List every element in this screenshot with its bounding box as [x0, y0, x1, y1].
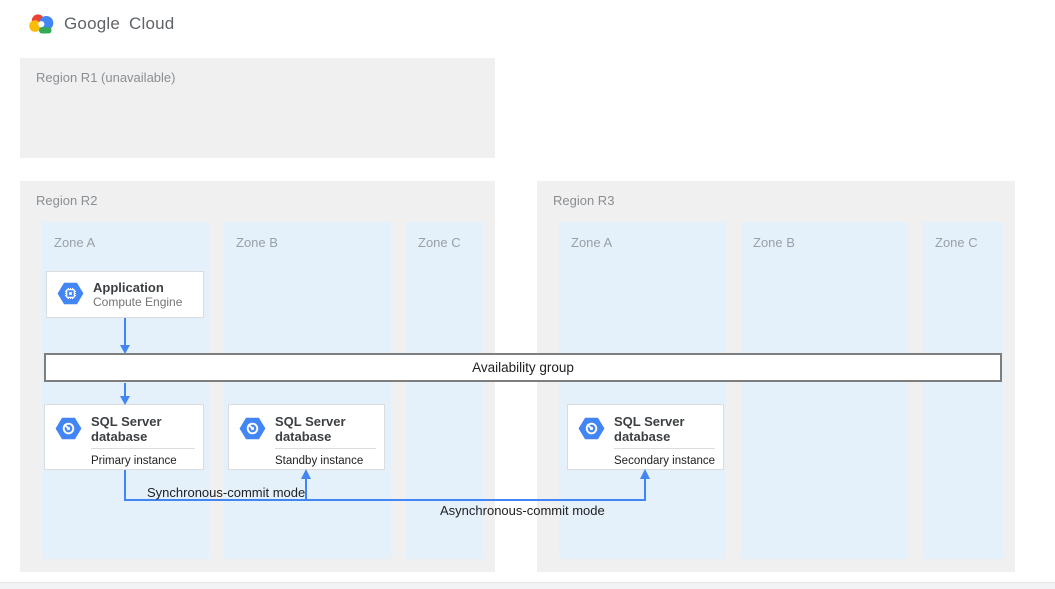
zone-label: Zone A	[54, 235, 96, 250]
region-r3-zone-a: Zone A	[559, 222, 726, 559]
application-node: Application Compute Engine	[46, 271, 204, 318]
google-cloud-logo: Google Cloud	[29, 13, 174, 34]
db-instance-label: Secondary instance	[614, 448, 715, 467]
region-r2-zone-c: Zone C	[406, 222, 483, 559]
region-r2-zone-b: Zone B	[224, 222, 391, 559]
zone-label: Zone B	[753, 235, 795, 250]
zone-label: Zone B	[236, 235, 278, 250]
db-instance-label: Primary instance	[91, 448, 195, 467]
application-subtitle: Compute Engine	[93, 295, 183, 309]
region-r1-label: Region R1 (unavailable)	[36, 70, 176, 85]
google-cloud-icon	[29, 14, 54, 34]
logo-word-cloud: Cloud	[129, 13, 175, 33]
sql-server-secondary-node: SQL Server database Secondary instance	[567, 404, 724, 470]
logo-word-google: Google	[64, 13, 121, 33]
zone-label: Zone C	[935, 235, 978, 250]
sql-server-database-icon	[55, 417, 81, 440]
zone-label: Zone A	[571, 235, 613, 250]
db-title: SQL Server database	[275, 414, 346, 444]
db-instance-label: Standby instance	[275, 448, 376, 467]
region-r1-unavailable: Region R1 (unavailable)	[20, 58, 495, 158]
application-title: Application	[93, 280, 164, 295]
availability-group-bar: Availability group	[44, 353, 1002, 382]
synchronous-commit-label: Synchronous-commit mode	[147, 485, 306, 500]
region-r3-zone-c: Zone C	[923, 222, 1003, 559]
db-title: SQL Server database	[614, 414, 685, 444]
availability-group-label: Availability group	[472, 360, 574, 375]
db-title: SQL Server database	[91, 414, 162, 444]
zone-label: Zone C	[418, 235, 461, 250]
sql-server-database-icon	[578, 417, 604, 440]
sql-server-standby-node: SQL Server database Standby instance	[228, 404, 385, 470]
sql-server-primary-node: SQL Server database Primary instance	[44, 404, 204, 470]
compute-engine-icon	[57, 282, 83, 305]
bottom-divider-strip	[0, 582, 1055, 589]
region-r3-zone-b: Zone B	[741, 222, 908, 559]
region-r2-label: Region R2	[36, 193, 98, 208]
sql-server-database-icon	[239, 417, 265, 440]
region-r3-label: Region R3	[553, 193, 615, 208]
asynchronous-commit-label: Asynchronous-commit mode	[440, 503, 605, 518]
